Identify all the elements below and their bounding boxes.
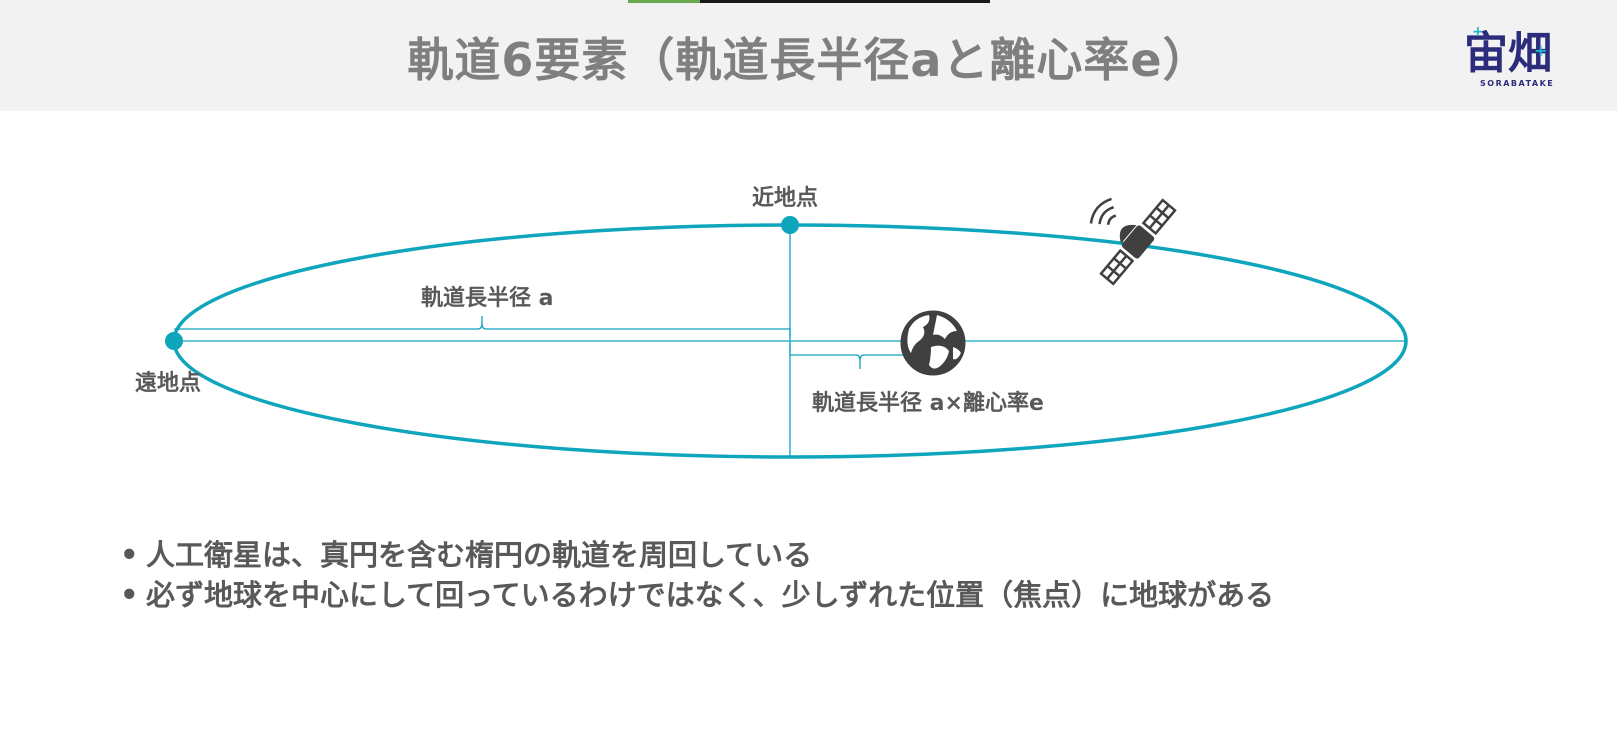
orbit-diagram [165,197,1408,459]
bullet-item: •必ず地球を中心にして回っているわけではなく、少しずれた位置（焦点）に地球がある [120,578,1275,612]
bullet-list: •人工衛星は、真円を含む楕円の軌道を周回している •必ず地球を中心にして回ってい… [120,535,1274,615]
sorabatake-logo: 宙畑 + + SORABATAKE [1464,24,1554,88]
apogee-label: 遠地点 [135,371,202,396]
earth-icon [900,310,966,376]
page-title: 軌道6要素（軌道長半径aと離心率e） [407,33,1210,87]
svg-text:+: + [1472,24,1484,40]
logo-subtext: SORABATAKE [1480,79,1554,88]
semi-major-brace [174,316,791,337]
header-bar: 軌道6要素（軌道長半径aと離心率e） 宙畑 + + SORABATAKE [0,0,1617,111]
logo-text: 宙畑 [1464,28,1552,79]
slide-progress-fill [628,0,701,3]
bullet-item: •人工衛星は、真円を含む楕円の軌道を周回している [120,538,813,572]
perigee-point [781,216,799,234]
focal-offset-brace [789,343,931,369]
perigee-label: 近地点 [752,186,819,211]
apogee-point [165,332,183,350]
slide-progress-bar [628,0,990,3]
satellite-icon [1089,197,1177,286]
offset-label: 軌道長半径 a×離心率e [812,391,1044,416]
svg-text:+: + [1534,41,1547,60]
semi-major-label: 軌道長半径 a [421,286,554,311]
